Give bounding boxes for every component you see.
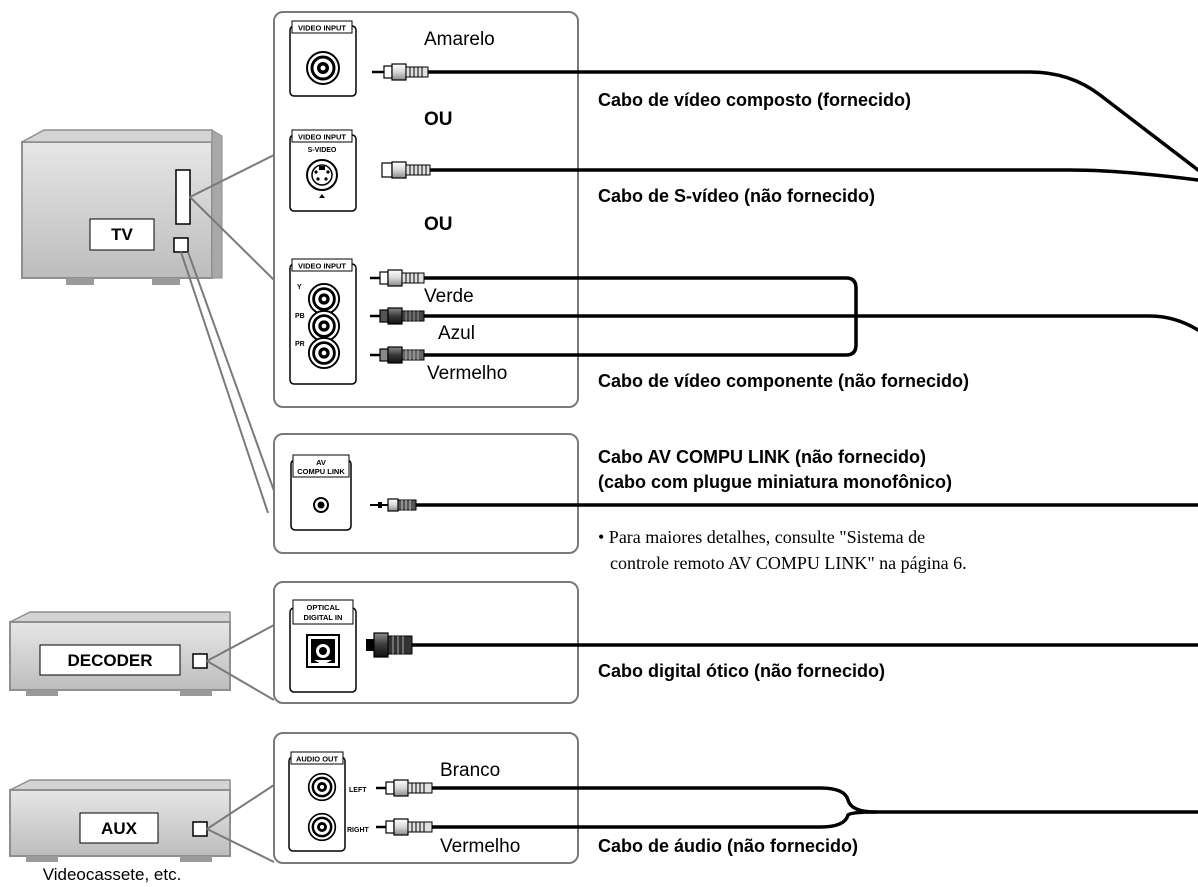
optical-jack [306, 634, 340, 668]
component-plug-y [370, 269, 425, 287]
audio-cable-right [430, 810, 878, 829]
aux-port [192, 821, 208, 837]
jack-compulink-label: COMPU LINK [297, 467, 345, 476]
compulink-jack [313, 497, 329, 513]
left-jack [307, 772, 337, 802]
svideo-label: S-VIDEO [308, 147, 337, 154]
composite-cable [426, 70, 1198, 172]
cable-label-optical: Cabo digital ótico (não fornecido) [598, 661, 885, 681]
optical-plug [366, 632, 413, 658]
color-branco: Branco [440, 760, 500, 781]
jack-label: VIDEO INPUT [298, 262, 346, 271]
composite-jack-panel: VIDEO INPUT [289, 20, 357, 97]
separator-ou-1: OU [424, 109, 453, 130]
jack-pr-label: PR [295, 341, 305, 348]
cable-label-component: Cabo de vídeo componente (não fornecido) [598, 371, 969, 391]
decoder-port [192, 653, 208, 669]
color-amarelo: Amarelo [424, 29, 495, 50]
tv-label-box [89, 218, 155, 251]
component-plug-pr [370, 346, 425, 364]
cable-label-compulink-1: Cabo AV COMPU LINK (não fornecido) [598, 447, 926, 467]
jack-av-label: AV [316, 458, 326, 467]
jack-label: AUDIO OUT [296, 755, 339, 764]
svideo-plug [381, 161, 431, 179]
aux-label-box [79, 812, 159, 844]
pb-jack [307, 309, 341, 343]
aux-device: AUX Videocassete, etc. [9, 779, 231, 884]
cables [410, 70, 1198, 829]
jack-digital-in-label: DIGITAL IN [304, 613, 343, 622]
jack-optical-label: OPTICAL [307, 603, 340, 612]
compulink-plug [370, 498, 417, 512]
audio-jack-panel: AUDIO OUT LEFT RIGHT [288, 751, 370, 852]
right-jack [307, 812, 337, 842]
color-verde: Verde [424, 286, 474, 307]
jack-label: VIDEO INPUT [298, 24, 346, 33]
jack-left-label: LEFT [349, 787, 367, 794]
note-line-2: controle remoto AV COMPU LINK" na página… [610, 553, 967, 573]
color-vermelho-video: Vermelho [427, 363, 507, 384]
color-azul: Azul [438, 323, 475, 344]
aux-caption: Videocassete, etc. [43, 865, 182, 884]
jack-y-label: Y [297, 284, 302, 291]
aux-label: AUX [101, 819, 138, 838]
optical-jack-panel: OPTICAL DIGITAL IN [289, 599, 357, 693]
tv-video-panel [175, 169, 191, 225]
compulink-jack-panel: AV COMPU LINK [290, 454, 352, 531]
svideo-cable [428, 168, 1198, 182]
audio-panel-box [273, 732, 579, 864]
cable-label-composite: Cabo de vídeo composto (fornecido) [598, 90, 911, 110]
component-plug-pb [370, 307, 425, 325]
decoder-label: DECODER [67, 651, 152, 670]
component-jack-panel: VIDEO INPUT Y PB PR [289, 258, 357, 385]
audio-plug-right [376, 818, 433, 836]
y-jack [307, 282, 341, 316]
audio-plug-left [376, 779, 433, 797]
note-line-1: • Para maiores detalhes, consulte "Siste… [598, 527, 925, 547]
tv-label: TV [111, 225, 133, 244]
tv-device: TV [21, 129, 223, 285]
color-vermelho-audio: Vermelho [440, 836, 520, 857]
pr-jack [307, 336, 341, 370]
composite-jack [305, 50, 341, 86]
jack-right-label: RIGHT [347, 827, 370, 834]
svideo-jack-panel: VIDEO INPUT S-VIDEO [289, 129, 357, 212]
cable-label-compulink-2: (cabo com plugue miniatura monofônico) [598, 472, 952, 492]
composite-plug [372, 63, 429, 81]
svideo-jack [306, 159, 338, 198]
decoder-device: DECODER [9, 611, 231, 696]
jack-pb-label: PB [295, 313, 305, 320]
decoder-label-box [39, 644, 181, 676]
callout-lines [180, 154, 283, 863]
separator-ou-2: OU [424, 214, 453, 235]
panel-boxes [273, 11, 579, 864]
component-cable [422, 314, 1198, 332]
cable-label-svideo: Cabo de S-vídeo (não fornecido) [598, 186, 875, 206]
tv-compulink-port [173, 237, 189, 253]
cable-label-audio: Cabo de áudio (não fornecido) [598, 836, 858, 856]
jack-label: VIDEO INPUT [298, 133, 346, 142]
